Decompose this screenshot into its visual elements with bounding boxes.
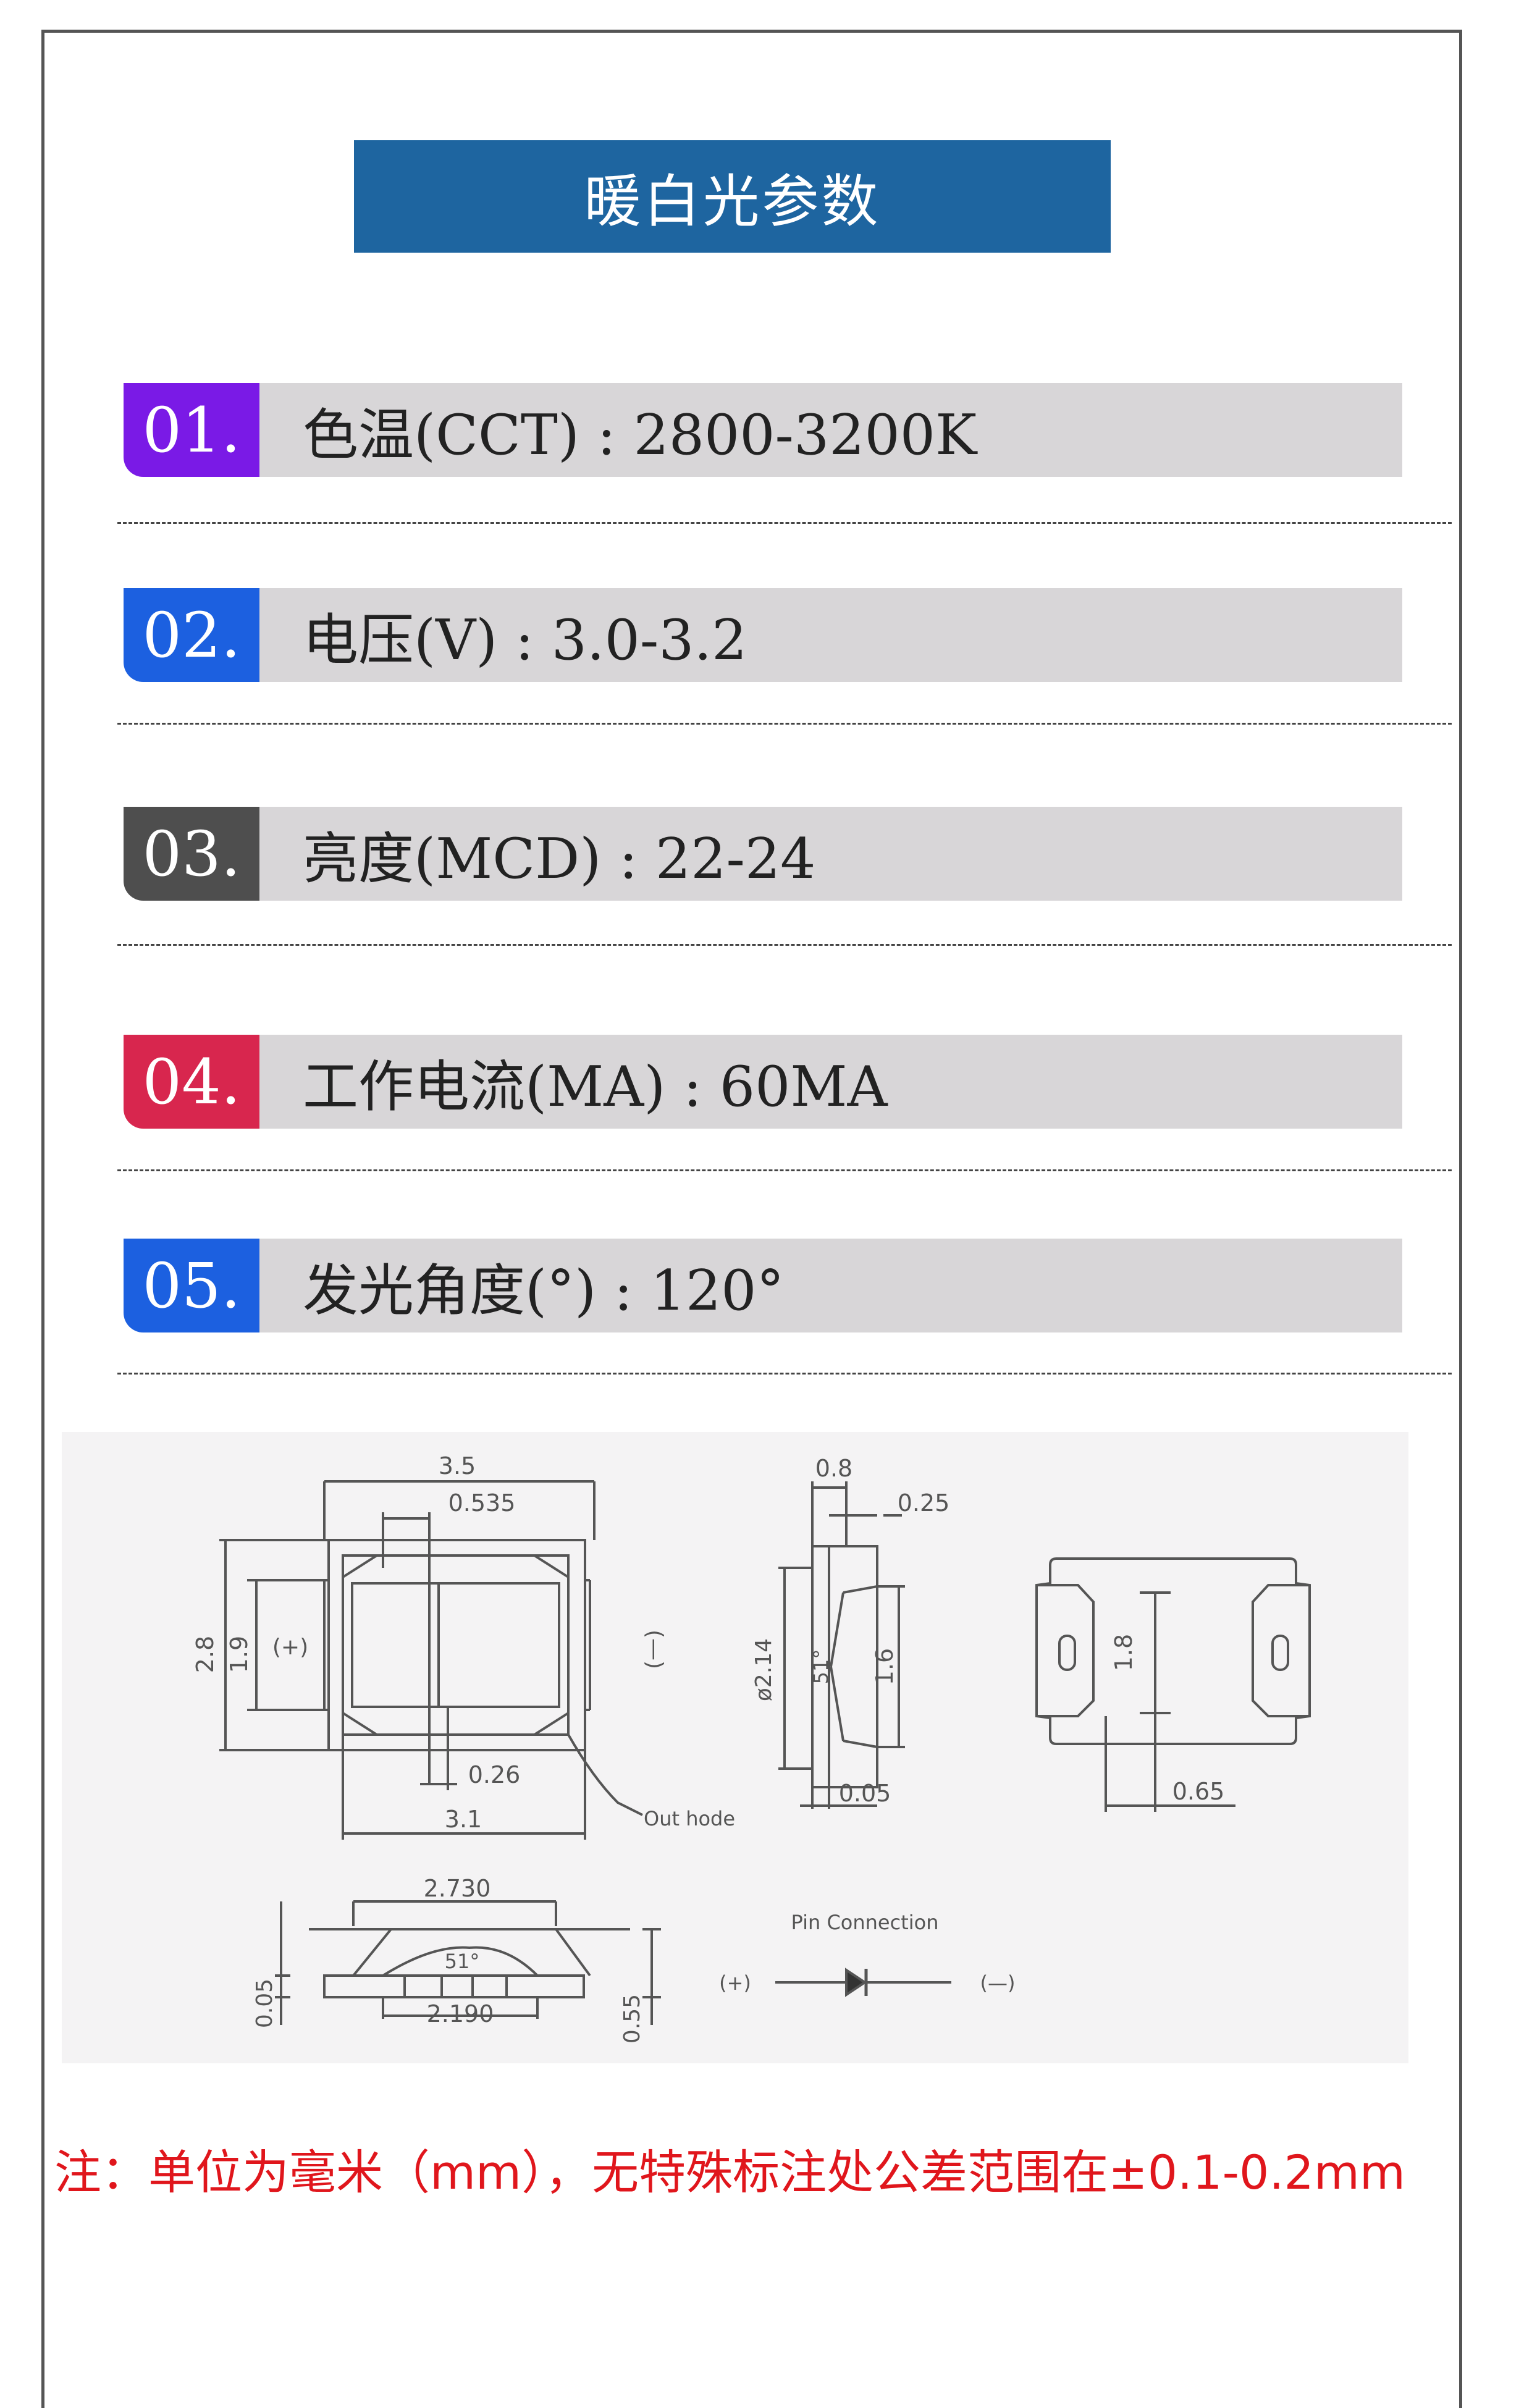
top-view: 3.5 0.535 2.8 1.9 (+) (—) 0.26 3.1 Out h… [192,1452,735,1840]
pin-plus: (+) [719,1971,751,1995]
dim-side-lip: 0.25 [898,1489,950,1517]
dim-front-left: 0.05 [252,1979,277,2028]
dim-gap: 0.26 [468,1761,521,1788]
dim-body: 3.1 [445,1806,482,1833]
param-number: 03. [124,807,259,901]
divider [117,522,1452,524]
param-bar [253,807,1402,901]
dim-front-right: 0.55 [620,1994,645,2044]
param-label: 亮度(MCD) : 22-24 [303,827,816,891]
dim-top-pad: 0.535 [448,1489,516,1517]
dim-front-top: 2.730 [424,1875,491,1902]
pin-connection-title: Pin Connection [791,1911,939,1934]
param-number: 01. [124,383,259,477]
dim-pad: 1.8 [1110,1634,1137,1671]
pin-minus-label: (—) [642,1630,667,1669]
param-bar [253,588,1402,682]
bottom-view: 1.8 0.65 [1035,1557,1311,1812]
param-row-5: 05. 发光角度(°) : 120° [124,1239,1402,1332]
param-label: 发光角度(°) : 120° [303,1258,785,1323]
param-row-1: 01. 色温(CCT) : 2800-3200K [124,383,1402,477]
dim-front-angle: 51° [445,1950,480,1973]
side-view: 0.8 0.25 ø2.14 51° 1.6 0.05 [751,1455,949,1809]
front-view: 2.730 51° 2.190 0.05 0.55 [252,1875,661,2044]
divider [117,944,1452,946]
param-row-2: 02. 电压(V) : 3.0-3.2 [124,588,1402,682]
dim-side-height: 1.6 [871,1648,898,1685]
param-bar [253,383,1402,477]
pin-connection: Pin Connection (+) (—) [719,1911,1016,1997]
pin-minus: (—) [980,1971,1016,1995]
divider [117,1373,1452,1374]
divider [117,1169,1452,1171]
param-number: 05. [124,1239,259,1332]
dim-front-bottom: 2.190 [427,2000,494,2027]
pin-plus-label: (+) [272,1635,308,1660]
dim-top-height: 2.8 [192,1636,219,1673]
dim-side-top: 0.8 [815,1455,852,1482]
dim-top-width: 3.5 [439,1452,476,1480]
dim-side-angle: 51° [809,1649,833,1685]
dimension-drawing: 3.5 0.535 2.8 1.9 (+) (—) 0.26 3.1 Out h… [62,1432,1408,2063]
param-number: 04. [124,1035,259,1129]
page-title: 暖白光参数 [354,140,1111,253]
param-number: 02. [124,588,259,682]
dim-side-base: 0.05 [839,1780,891,1807]
tolerance-note: 注：单位为毫米（mm），无特殊标注处公差范围在±0.1-0.2mm [54,2145,1405,2200]
dim-side-diameter: ø2.14 [751,1638,777,1701]
param-bar [253,1239,1402,1332]
dim-offset: 0.65 [1172,1778,1225,1805]
param-label: 工作电流(MA) : 60MA [303,1055,888,1119]
param-row-3: 03. 亮度(MCD) : 22-24 [124,807,1402,901]
divider [117,723,1452,725]
param-row-4: 04. 工作电流(MA) : 60MA [124,1035,1402,1129]
param-bar [253,1035,1402,1129]
page-frame [41,30,1462,2408]
dim-top-inner-height: 1.9 [225,1636,253,1673]
param-label: 电压(V) : 3.0-3.2 [303,608,747,673]
param-label: 色温(CCT) : 2800-3200K [303,403,977,468]
out-hode-label: Out hode [644,1807,735,1830]
